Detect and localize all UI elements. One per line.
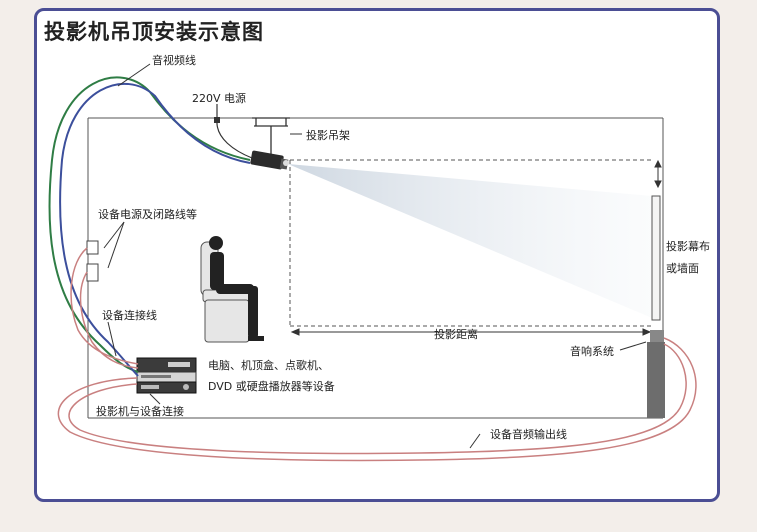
label-screen-line2: 或墙面	[666, 262, 699, 275]
label-ceiling-mount: 投影吊架	[306, 129, 350, 142]
label-sound-system: 音响系统	[570, 345, 614, 358]
label-connect-cable: 设备连接线	[102, 309, 157, 322]
label-power-and-cables: 设备电源及闭路线等	[98, 208, 197, 221]
viewer-in-chair	[200, 236, 264, 343]
label-projection-distance: 投影距离	[434, 328, 478, 341]
label-screen-line1: 投影幕布	[666, 240, 710, 253]
label-devices-line1: 电脑、机顶盒、点歌机、	[208, 359, 329, 372]
label-audio-output-cable: 设备音频输出线	[490, 428, 567, 441]
projection-screen	[651, 195, 661, 321]
label-220v-power: 220V 电源	[192, 92, 247, 105]
label-projector-connect: 投影机与设备连接	[96, 405, 184, 418]
power-plug	[214, 104, 253, 159]
screen-height-arrow	[654, 159, 662, 189]
ceiling-mount	[252, 117, 290, 154]
speaker-system	[647, 330, 665, 418]
label-devices-line2: DVD 或硬盘播放器等设备	[208, 380, 335, 393]
av-equipment-stack	[136, 357, 197, 394]
av-signal-cables	[48, 76, 251, 377]
projection-beam	[288, 164, 652, 318]
audio-output-cable	[57, 337, 697, 462]
projector	[250, 150, 289, 170]
label-av-cable: 音视频线	[152, 54, 196, 67]
callout-lines	[103, 63, 647, 449]
projection-guides	[289, 159, 652, 327]
distance-arrow	[290, 328, 652, 336]
power-cables	[70, 247, 139, 369]
wall-sockets	[86, 240, 99, 282]
diagram-title: 投影机吊顶安装示意图	[44, 20, 264, 44]
